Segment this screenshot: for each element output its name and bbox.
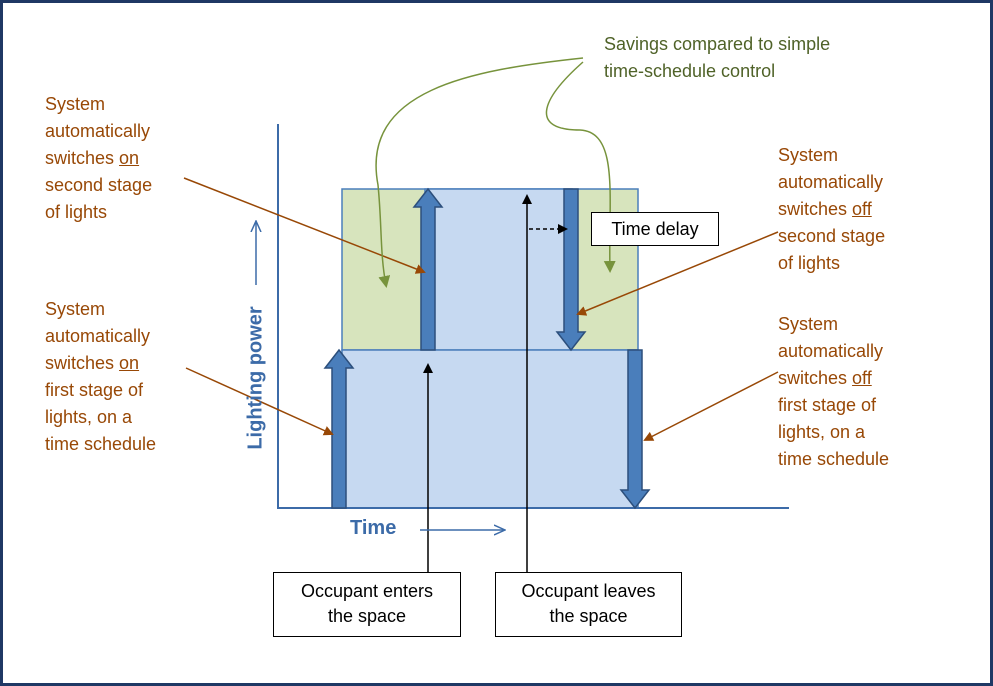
callout-line: first stage of	[45, 380, 144, 400]
y-axis-title: Lighting power	[244, 306, 267, 450]
second-stage-region	[424, 188, 573, 351]
occupant-enters-box: Occupant enters the space	[273, 572, 461, 637]
savings-label-line2: time-schedule control	[604, 61, 776, 81]
callout-line: automatically	[45, 121, 151, 141]
callout-line: time schedule	[45, 434, 157, 454]
callout-line: System	[778, 314, 839, 334]
callout-line: switches off	[778, 199, 872, 219]
time-delay-box: Time delay	[591, 212, 719, 246]
callout-line: of lights	[778, 253, 841, 273]
callout-arrow-off-second	[576, 231, 779, 316]
occupant-leaves-line1: Occupant leaves	[521, 581, 656, 601]
callout-line: first stage of	[778, 395, 877, 415]
x-axis-title: Time	[350, 517, 397, 539]
first-stage-region	[341, 349, 639, 509]
savings-label-line1: Savings compared to simple	[604, 34, 831, 54]
callout-off-first-stage: System automatically switches off first …	[778, 311, 889, 473]
callout-line: automatically	[778, 172, 884, 192]
arrow-up-first-stage	[323, 348, 355, 509]
callout-on-first-stage: System automatically switches on first s…	[45, 296, 156, 458]
arrow-up-second-stage	[412, 187, 444, 351]
callout-line: second stage	[778, 226, 886, 246]
callout-line: of lights	[45, 202, 108, 222]
callout-arrow-on-second	[183, 177, 426, 274]
callout-line: switches on	[45, 353, 140, 373]
time-delay-label: Time delay	[611, 219, 699, 239]
callout-line: switches on	[45, 148, 140, 168]
callout-arrow-off-first	[643, 371, 779, 441]
callout-line: second stage	[45, 175, 153, 195]
occupant-leaves-line2: the space	[549, 606, 628, 626]
callout-line: System	[778, 145, 839, 165]
occupant-leaves-box: Occupant leaves the space	[495, 572, 682, 637]
callout-line: time schedule	[778, 449, 890, 469]
occupant-enters-line2: the space	[327, 606, 407, 626]
callout-line: automatically	[45, 326, 151, 346]
callout-line: automatically	[778, 341, 884, 361]
callout-arrow-on-first	[185, 367, 334, 436]
callout-on-second-stage: System automatically switches on second …	[45, 91, 152, 226]
callout-off-second-stage: System automatically switches off second…	[778, 142, 885, 277]
occupant-enters-line1: Occupant enters	[300, 581, 434, 601]
callout-line: switches off	[778, 368, 872, 388]
savings-arrow-left	[375, 57, 584, 288]
callout-line: System	[45, 94, 106, 114]
callout-line: lights, on a	[45, 407, 133, 427]
arrow-down-first-stage	[619, 349, 651, 510]
callout-line: System	[45, 299, 106, 319]
callout-line: lights, on a	[778, 422, 866, 442]
savings-label: Savings compared to simple time-schedule…	[604, 31, 830, 85]
savings-arrow-right	[545, 61, 616, 273]
